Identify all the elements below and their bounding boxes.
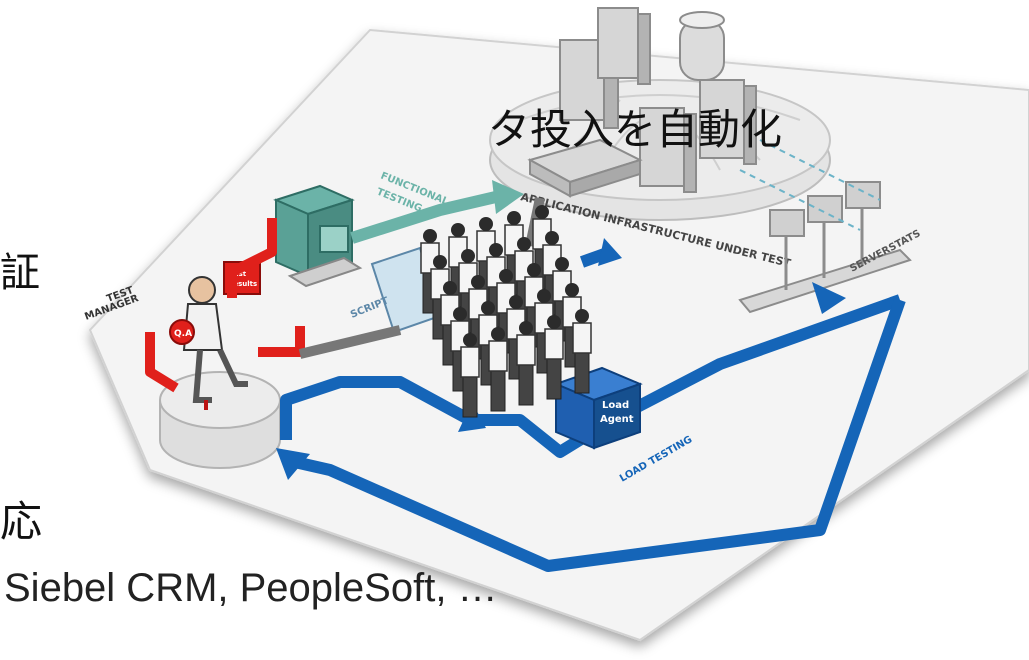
virtual-user	[488, 327, 508, 412]
blue-arrowhead-1	[276, 448, 310, 480]
virtual-user	[572, 309, 592, 394]
virtual-user	[544, 315, 564, 400]
slide-text-line-1: タ投入を自動化	[488, 105, 783, 154]
serverstats-link	[739, 139, 881, 231]
qa-tester-platform	[159, 371, 281, 469]
teal-arrowhead	[492, 180, 524, 214]
virtual-users-crowd	[420, 205, 592, 418]
slide-text-line-2: 証	[0, 250, 40, 296]
slide-text-line-3: 応	[0, 497, 43, 546]
teal-arrow	[350, 190, 502, 244]
virtual-user	[460, 333, 480, 418]
slide-text-line-4: Siebel CRM, PeopleSoft, …	[4, 566, 498, 610]
virtual-user	[516, 321, 536, 406]
load-agent-label-2: Agent	[600, 414, 634, 425]
application-servers	[527, 7, 757, 198]
load-agent-label-1: Load	[602, 400, 629, 411]
blue-arrowhead-4	[812, 282, 846, 314]
test-workstation	[273, 184, 363, 288]
qa-badge-text: Q.A	[174, 329, 192, 339]
blue-arrowhead-3	[598, 238, 622, 266]
qa-screen-text-2: Results	[228, 280, 257, 288]
